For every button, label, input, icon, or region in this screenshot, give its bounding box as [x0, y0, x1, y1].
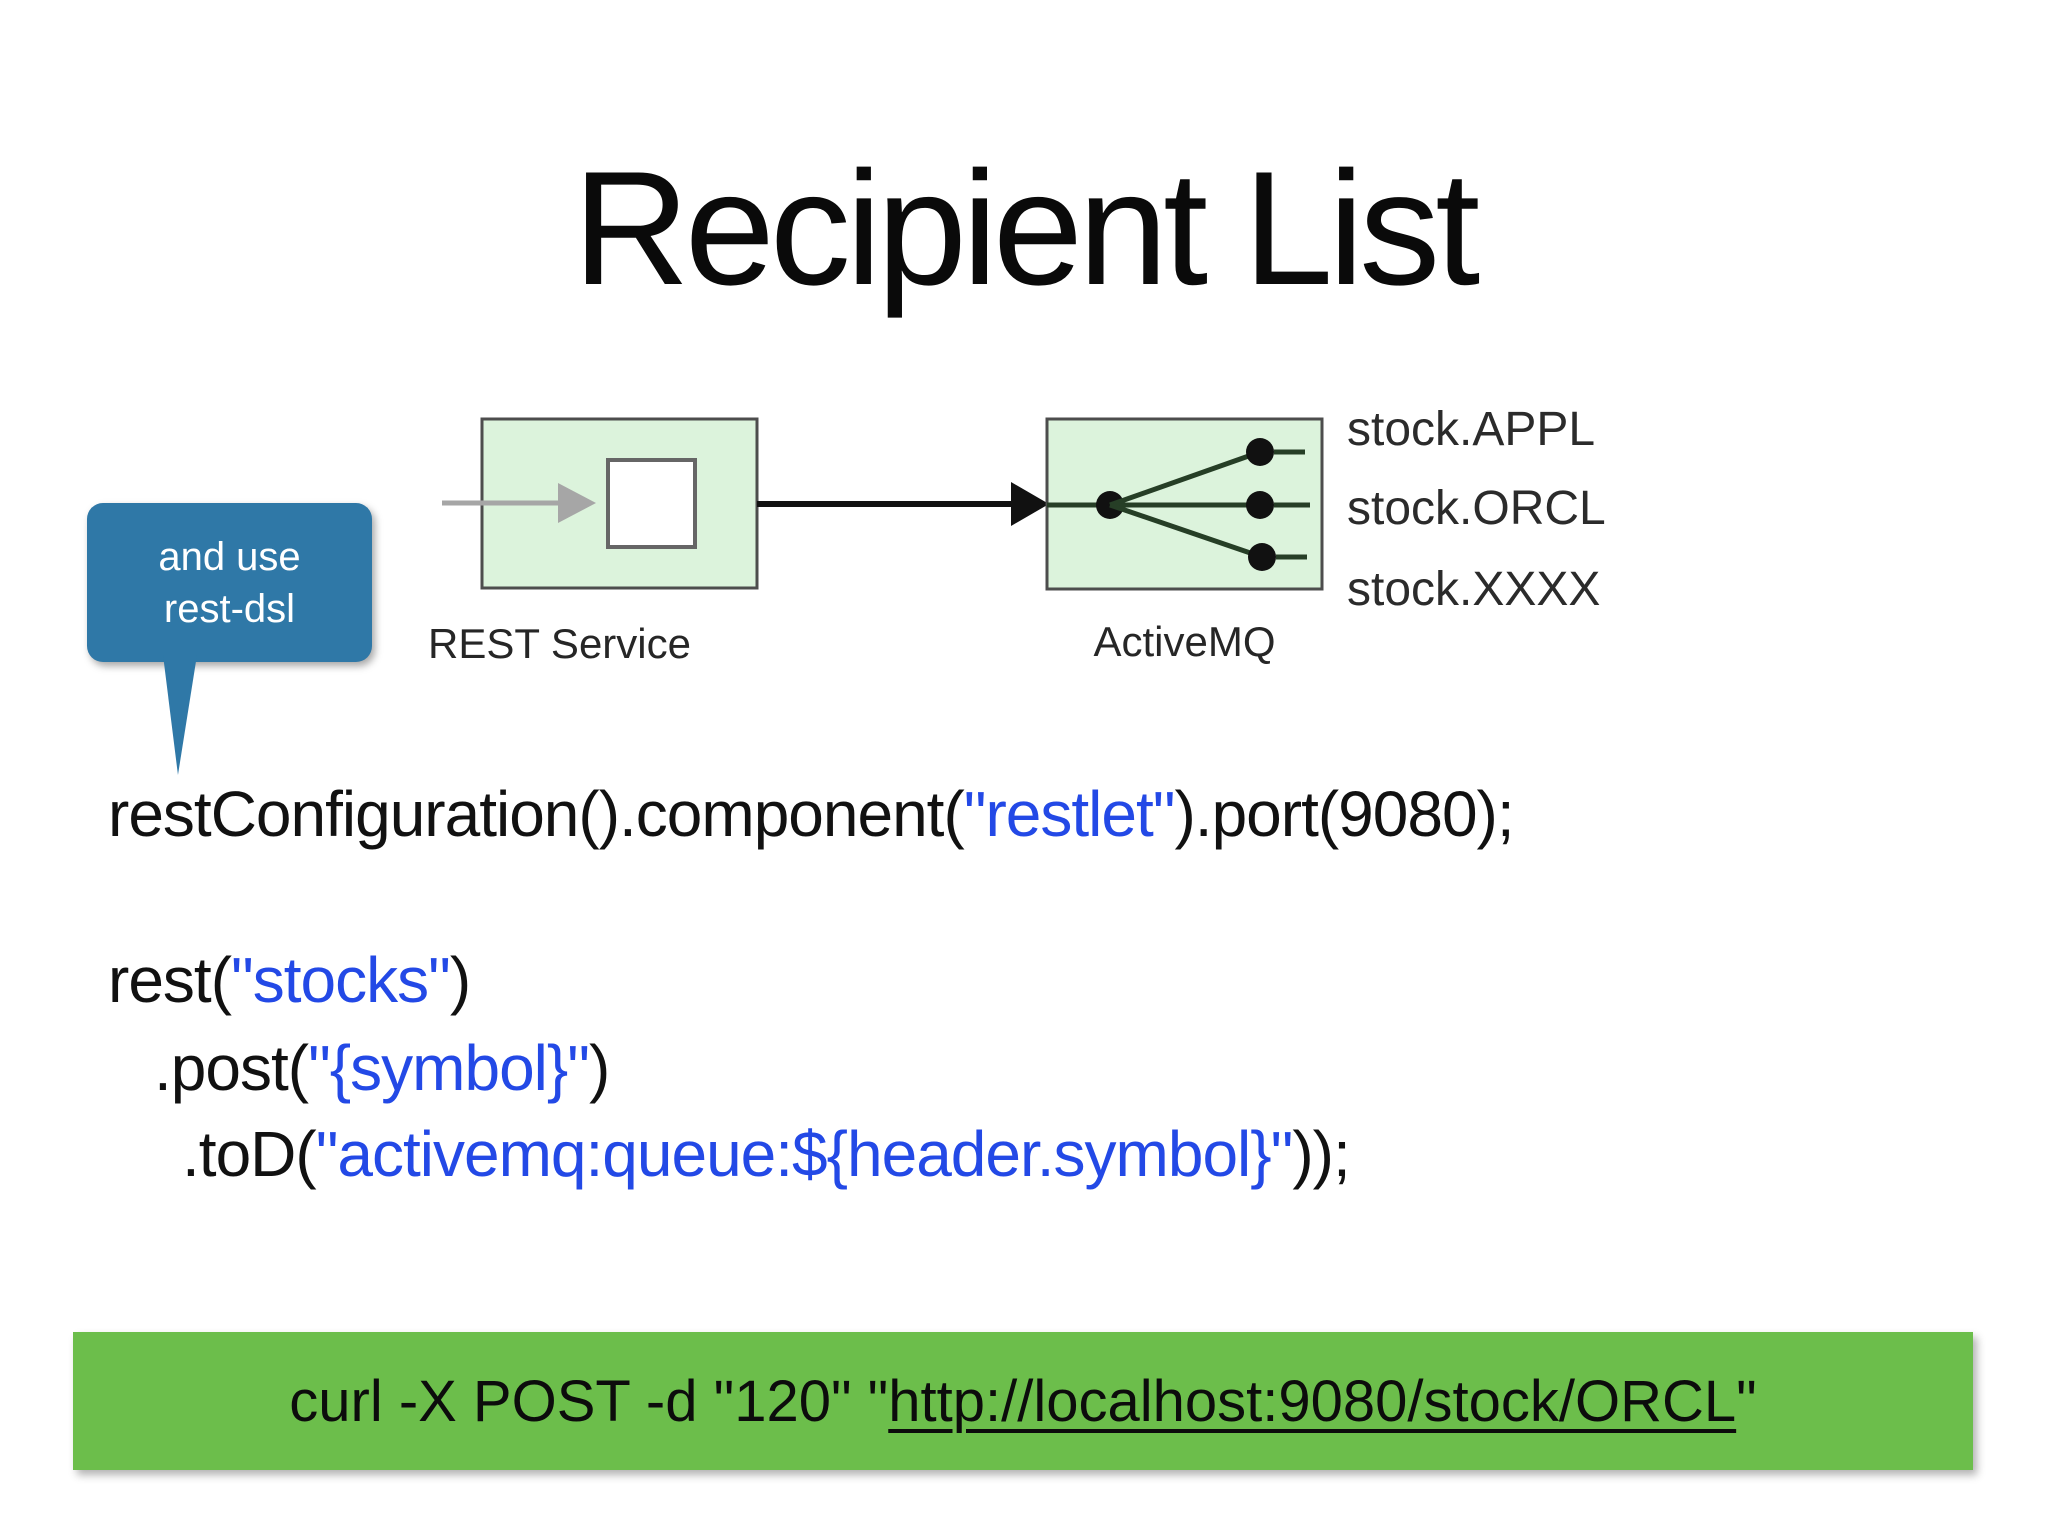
queue-dot-xxxx: [1248, 543, 1276, 571]
code-string-activemq-queue: "activemq:queue:${header.symbol}": [315, 1118, 1294, 1190]
slide-title: Recipient List: [572, 138, 1480, 319]
code-string-stocks: "stocks": [231, 944, 451, 1016]
code-string-symbol: "{symbol}": [308, 1032, 590, 1104]
callout-line-1: and use: [158, 534, 301, 579]
rest-endpoint-square: [606, 458, 697, 549]
queue-label-xxxx: stock.XXXX: [1347, 563, 1601, 616]
curl-command-prefix: curl -X POST -d "120" ": [289, 1368, 889, 1434]
code-line-tod: .toD("activemq:queue:${header.symbol}"))…: [182, 1122, 1351, 1186]
code-text: .post(: [154, 1032, 309, 1104]
code-text: .toD(: [182, 1118, 317, 1190]
code-line-post: .post("{symbol}"): [154, 1036, 610, 1100]
curl-command-url: http://localhost:9080/stock/ORCL: [888, 1368, 1737, 1434]
incoming-request-arrowhead-icon: [558, 483, 596, 523]
rest-dsl-callout: and use rest-dsl: [87, 503, 372, 662]
queue-label-appl: stock.APPL: [1347, 403, 1596, 456]
queue-label-orcl: stock.ORCL: [1347, 482, 1606, 535]
code-string-restlet: "restlet": [963, 778, 1176, 850]
callout-tail-pointer: [163, 655, 197, 775]
fanout-line-top: [1109, 449, 1261, 508]
code-text: restConfiguration().component(: [108, 778, 965, 850]
code-line-rest: rest("stocks"): [108, 948, 471, 1012]
integration-diagram: [442, 417, 1324, 591]
queue-dot-appl: [1246, 438, 1274, 466]
curl-command-banner: curl -X POST -d "120" "http://localhost:…: [73, 1332, 1973, 1470]
activemq-label: ActiveMQ: [1093, 618, 1276, 665]
code-text: ).port(9080);: [1174, 778, 1514, 850]
code-text: ));: [1292, 1118, 1350, 1190]
rest-service-label: REST Service: [428, 620, 691, 667]
code-text: ): [449, 944, 471, 1016]
curl-command-suffix: ": [1736, 1368, 1757, 1434]
code-line-restconfiguration: restConfiguration().component("restlet")…: [108, 782, 1515, 846]
code-text: ): [588, 1032, 610, 1104]
rest-to-activemq-arrowhead-icon: [1011, 482, 1049, 526]
callout-line-2: rest-dsl: [163, 586, 296, 631]
code-text: rest(: [108, 944, 232, 1016]
queue-dot-orcl: [1246, 491, 1274, 519]
curl-command-text: curl -X POST -d "120" "http://localhost:…: [289, 1368, 1757, 1435]
fanout-line-bottom: [1109, 502, 1263, 560]
